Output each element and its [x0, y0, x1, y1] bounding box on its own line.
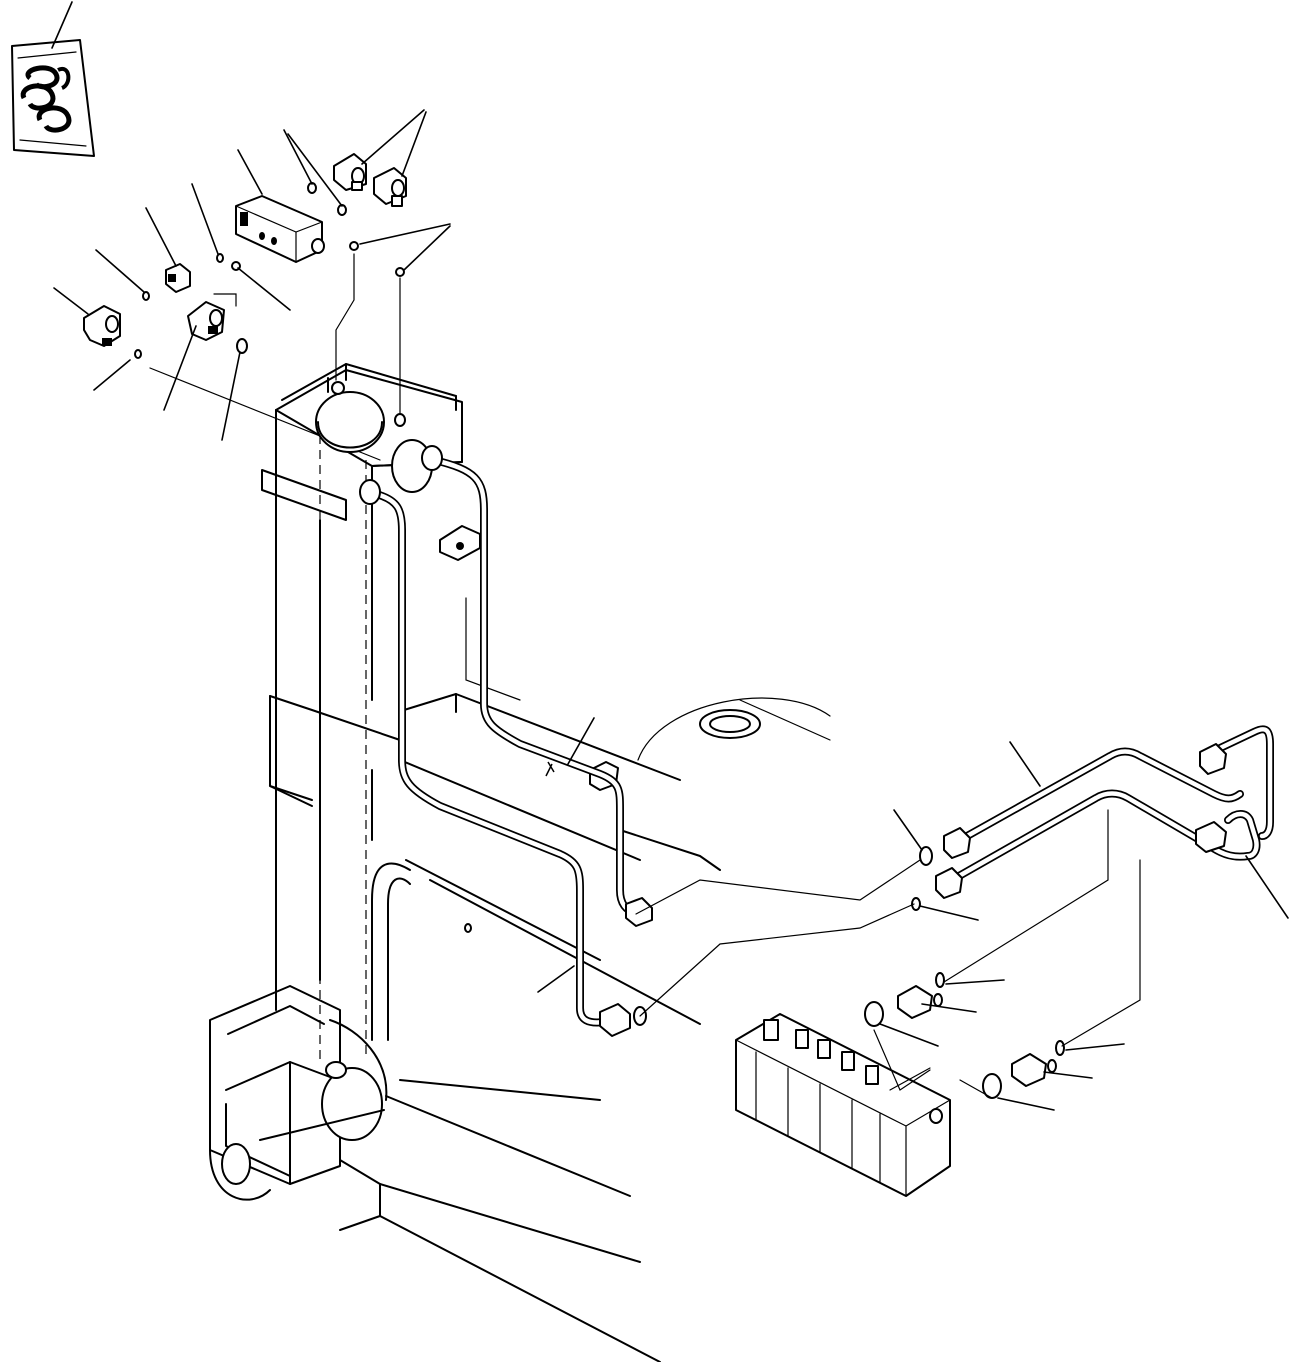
- o-ring: [1055, 1040, 1065, 1056]
- leader: [237, 149, 263, 195]
- leader-sealant: [51, 1, 73, 49]
- control-valve: [735, 1013, 951, 1197]
- axis-line: [873, 1029, 931, 1091]
- leader: [163, 325, 197, 411]
- leader: [359, 223, 451, 245]
- o-ring: [935, 972, 945, 988]
- o-ring: [395, 267, 405, 277]
- mast-hose: [371, 862, 411, 1041]
- elbow-fitting-upper-1: [333, 153, 367, 191]
- leader: [921, 1003, 977, 1013]
- carriage-base: [209, 985, 661, 1362]
- axis-line: [943, 809, 1109, 983]
- o-ring: [349, 241, 359, 251]
- pipe-end-fitting-right: [935, 743, 1227, 899]
- axis-line: [213, 293, 237, 307]
- leader: [93, 359, 131, 391]
- leader: [1043, 1071, 1093, 1079]
- leader: [283, 129, 313, 185]
- o-ring: [911, 897, 921, 911]
- leader: [361, 109, 425, 165]
- axis-line: [959, 1079, 993, 1099]
- cylinder-top: [315, 381, 433, 493]
- hydraulic-pipe-2: [372, 490, 608, 1027]
- hydraulic-pipe-right-upper: [948, 725, 1274, 884]
- leader: [237, 267, 291, 311]
- leader: [997, 1097, 1055, 1111]
- leader: [95, 249, 145, 293]
- leader: [893, 809, 923, 851]
- o-ring: [236, 338, 248, 354]
- mast-column: [261, 363, 463, 1060]
- axis-line: [639, 903, 915, 1017]
- leader: [53, 287, 89, 315]
- leader: [401, 111, 427, 177]
- axis-line: [635, 859, 921, 915]
- seal-ring: [864, 1001, 884, 1027]
- leader: [537, 965, 575, 993]
- pipe-clamp: [439, 525, 481, 561]
- hydraulic-pipe-1: [430, 456, 640, 918]
- axis-line: [1061, 859, 1141, 1047]
- leader: [1065, 1043, 1125, 1051]
- pipe-end-fitting: [599, 897, 653, 1037]
- leader: [1245, 855, 1289, 919]
- sealant-pack-icon: [11, 39, 95, 157]
- leader: [403, 225, 451, 271]
- leader: [1009, 741, 1041, 787]
- leader: [919, 905, 979, 921]
- elbow-fitting-left-1: [83, 305, 121, 347]
- o-ring: [142, 291, 150, 301]
- adaptor-right-1: [897, 985, 943, 1019]
- leader: [145, 207, 177, 267]
- o-ring: [134, 349, 142, 359]
- o-ring: [216, 253, 224, 263]
- straight-connector-left: [165, 263, 191, 293]
- counterweight-outline: [464, 597, 831, 933]
- elbow-fitting-upper-2: [373, 167, 407, 207]
- seal-ring: [919, 846, 933, 866]
- adaptor-right-2: [1011, 1053, 1057, 1087]
- leader: [287, 133, 343, 207]
- pipe-nut: [359, 445, 443, 505]
- leader: [879, 1023, 939, 1047]
- leader: [567, 717, 595, 765]
- leader: [221, 351, 241, 441]
- valve-block: [235, 195, 325, 263]
- leader: [191, 183, 219, 255]
- axis-line: [335, 253, 355, 381]
- elbow-fitting-left-2: [187, 301, 225, 341]
- leader: [945, 979, 1005, 985]
- cross-beam: [269, 693, 721, 1025]
